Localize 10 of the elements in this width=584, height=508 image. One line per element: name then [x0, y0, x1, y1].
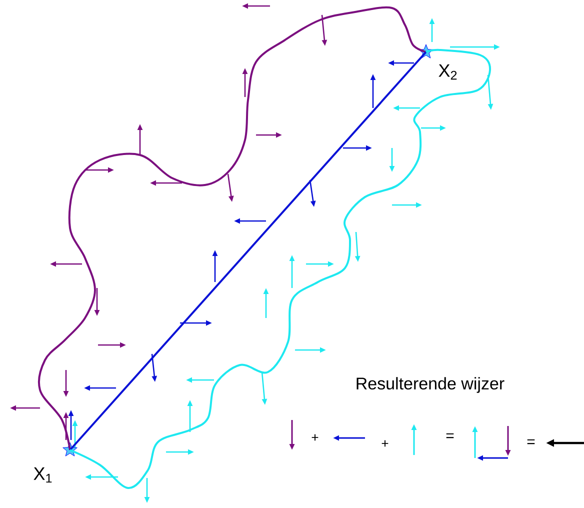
point-label: X$_{1}$ [34, 467, 52, 483]
equals-sign: = [446, 433, 454, 438]
caption-text: Resulterende wijzer [356, 377, 504, 393]
path-line [69, 51, 427, 451]
equals-sign: = [527, 439, 535, 444]
plus-sign: + [312, 434, 318, 441]
path-line [38, 6, 426, 450]
point-label: X$_{2}$ [438, 64, 457, 80]
plus-sign: + [382, 440, 388, 447]
path-line [70, 49, 491, 489]
